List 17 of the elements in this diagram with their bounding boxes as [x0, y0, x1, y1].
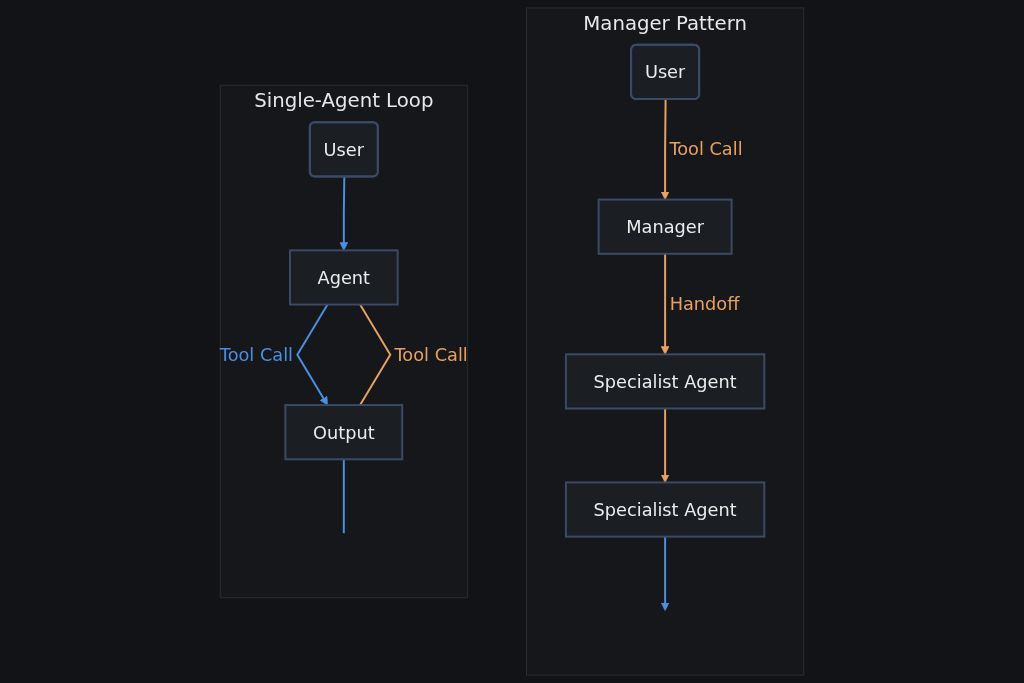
node-box: Specialist Agent — [564, 353, 766, 410]
arrow — [296, 303, 329, 406]
arrow — [660, 98, 670, 200]
edge-label: Tool Call — [219, 344, 294, 365]
arrow — [660, 535, 670, 611]
arrow — [660, 252, 670, 355]
arrow — [660, 407, 670, 483]
arrow — [339, 175, 349, 251]
node-box: Output — [284, 404, 404, 461]
edge-label: Handoff — [669, 294, 740, 315]
edge-label: Tool Call — [394, 344, 468, 365]
edge-label: Tool Call — [669, 139, 743, 160]
node-box: Manager — [597, 198, 733, 255]
connector — [359, 303, 392, 407]
node-box: Specialist Agent — [564, 481, 766, 538]
node-box: Agent — [288, 249, 399, 306]
connector — [342, 458, 345, 535]
